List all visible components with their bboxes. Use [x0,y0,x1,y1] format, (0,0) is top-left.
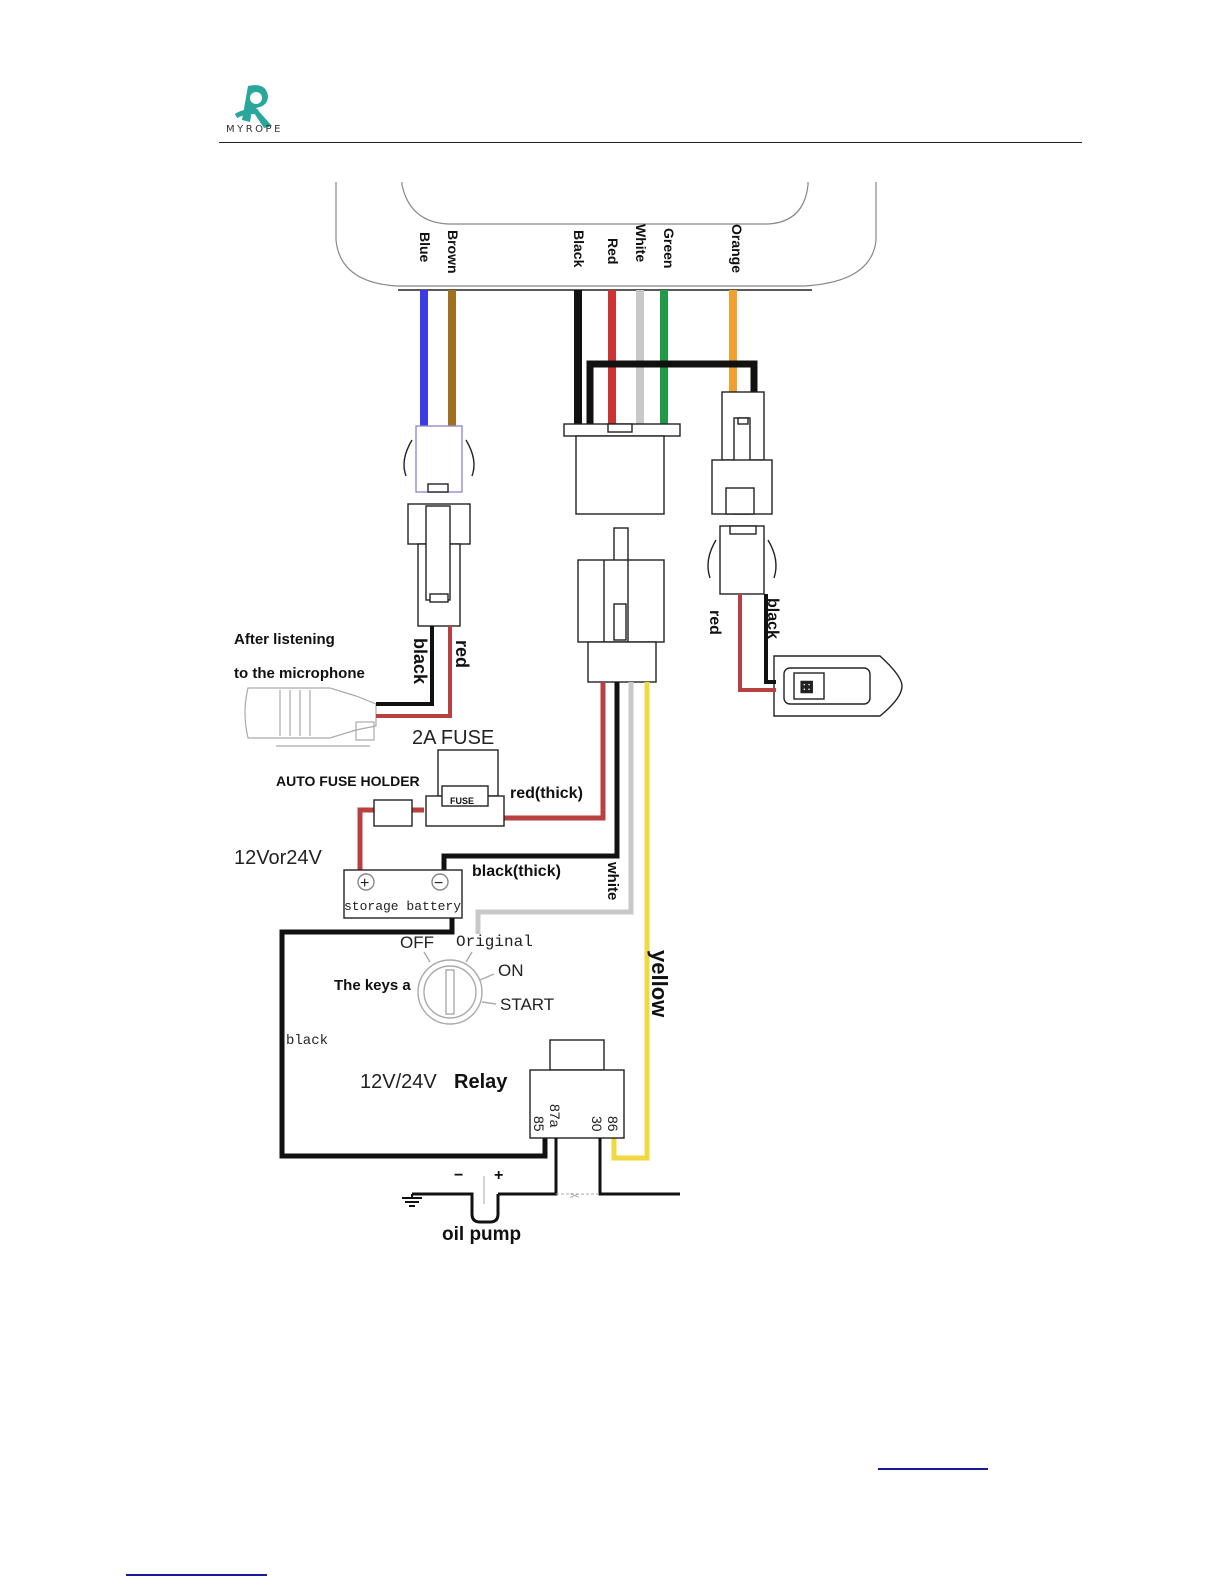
main-power-connector [563,423,681,683]
sos-label-black: black [764,598,781,639]
wire-sos-black [764,594,776,684]
fuse-holder [373,749,505,827]
black-thick-label: black(thick) [472,863,561,880]
ground-icon [402,1194,422,1207]
voltage-label: 12Vor24V [234,847,323,869]
logo-text: MYROPE [226,124,283,135]
fuse-holder-label: AUTO FUSE HOLDER [276,773,420,789]
battery-minus-sign: − [434,875,443,892]
yellow-label: yellow [647,950,672,1018]
relay-pin-30: 30 [589,1116,605,1132]
microphone [244,687,377,747]
scissors-icon: ✂ [570,1189,580,1203]
relay-pin-85: 85 [531,1116,547,1132]
wire-black-thick [441,682,620,872]
relay-word-label: Relay [454,1071,508,1093]
mic-label-line1: After listening [234,631,335,648]
battery-plus-sign: + [360,875,369,892]
wire-label-red: Red [605,238,621,264]
wire-yellow [611,682,650,1161]
relay-pin-87a: 87a [547,1104,563,1128]
wire-mic-red [376,626,452,718]
device-wires [420,290,758,426]
key-label-off: OFF [400,933,434,952]
wire-sos-red [738,594,776,692]
wire-label-blue: Blue [417,232,433,263]
white-label: white [604,861,621,900]
relay [529,1039,625,1139]
wire-label-black: Black [571,230,587,268]
header-divider [219,142,1082,143]
ignition-key [417,951,497,1025]
storage-battery [343,869,463,919]
pump-plus-label: + [494,1167,503,1184]
footer-link-right[interactable] [878,1468,988,1470]
wire-30-line [598,1138,680,1196]
mic-label-line2: to the microphone [234,665,365,682]
sos-button: ⊞ [773,655,903,717]
myrope-logo-icon [234,85,272,128]
mic-connector [403,425,475,627]
wire-label-orange: Orange [729,224,745,273]
wire-white-ignition [475,682,634,934]
wire-mic-black [376,626,434,706]
sos-connector [707,391,777,595]
key-label-start: START [500,995,554,1014]
fuse-text: FUSE [450,796,474,806]
oil-pump-symbol [412,1192,500,1224]
mic-wire-label-red: red [452,640,472,668]
black-left-label: black [286,1033,328,1049]
wire-label-brown: Brown [445,230,461,274]
key-label-original: Original [456,933,533,951]
footer-link-left[interactable] [126,1574,267,1576]
sos-label-red: red [706,610,723,635]
relay-pin-86: 86 [605,1116,621,1132]
key-label-on: ON [498,961,524,980]
sos-button-glyph: ⊞ [800,679,813,696]
device-wire-labels: Blue Brown Black Red White Green Orange [417,224,745,274]
fuse-title: 2A FUSE [412,727,494,749]
wire-red-thick [504,682,606,821]
red-thick-label: red(thick) [510,785,583,802]
battery-label: storage battery [344,899,461,914]
wire-label-white: White [633,224,649,262]
pump-minus-label: − [454,1167,463,1184]
wire-black-ground [279,918,548,1159]
relay-voltage-label: 12V/24V [360,1071,437,1093]
wire-label-green: Green [661,228,677,268]
wire-black-loop [586,360,758,424]
keys-label: The keys a [334,977,411,994]
tracker-device-body [335,182,877,291]
mic-wire-label-black: black [410,638,430,685]
oil-pump-label: oil pump [442,1224,521,1245]
